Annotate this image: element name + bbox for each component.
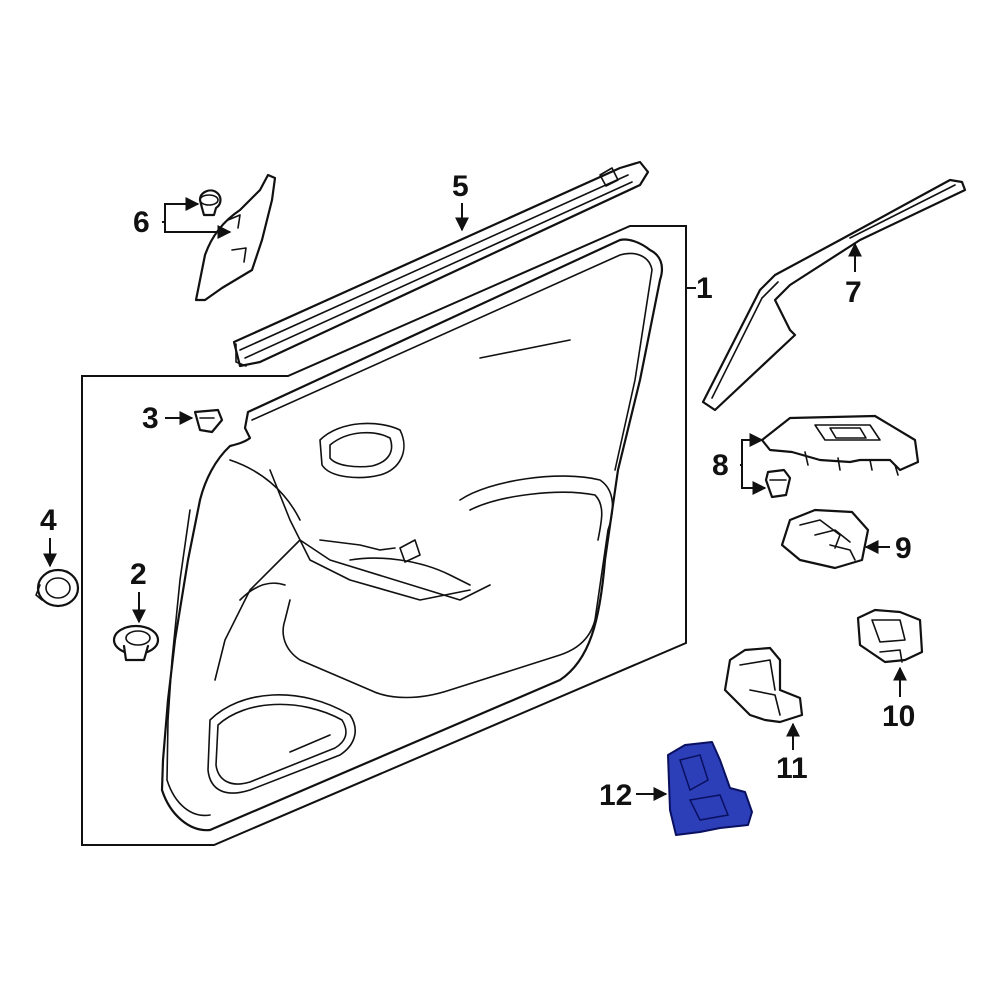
callout-3: 3 bbox=[142, 402, 159, 435]
lock-switch[interactable] bbox=[856, 608, 924, 664]
callout-7: 7 bbox=[845, 276, 862, 309]
mirror-trim-cover[interactable] bbox=[194, 173, 277, 302]
window-switch[interactable] bbox=[780, 508, 870, 570]
callout-2: 2 bbox=[130, 558, 147, 591]
callout-5: 5 bbox=[452, 170, 469, 203]
bezel-clip[interactable] bbox=[764, 468, 792, 499]
switch-panel-bezel[interactable] bbox=[760, 414, 920, 476]
grommet[interactable] bbox=[35, 568, 80, 608]
callout-4: 4 bbox=[40, 504, 57, 537]
callout-6: 6 bbox=[133, 206, 150, 239]
callout-1: 1 bbox=[696, 272, 713, 305]
retainer-clip[interactable] bbox=[193, 408, 224, 434]
mirror-trim-clip[interactable] bbox=[198, 189, 222, 217]
callout-11: 11 bbox=[776, 752, 808, 785]
callout-9: 9 bbox=[895, 532, 912, 565]
trim-clip[interactable] bbox=[112, 624, 160, 662]
handle-bracket[interactable] bbox=[723, 646, 804, 724]
highlighted-bracket[interactable] bbox=[667, 741, 753, 836]
garnish-molding[interactable] bbox=[701, 178, 967, 412]
door-trim-panel[interactable] bbox=[160, 238, 664, 832]
door-panel-frame bbox=[81, 225, 687, 846]
belt-weatherstrip[interactable] bbox=[232, 160, 650, 368]
callout-12: 12 bbox=[599, 779, 632, 812]
callout-10: 10 bbox=[882, 700, 915, 733]
callout-8: 8 bbox=[712, 449, 729, 482]
